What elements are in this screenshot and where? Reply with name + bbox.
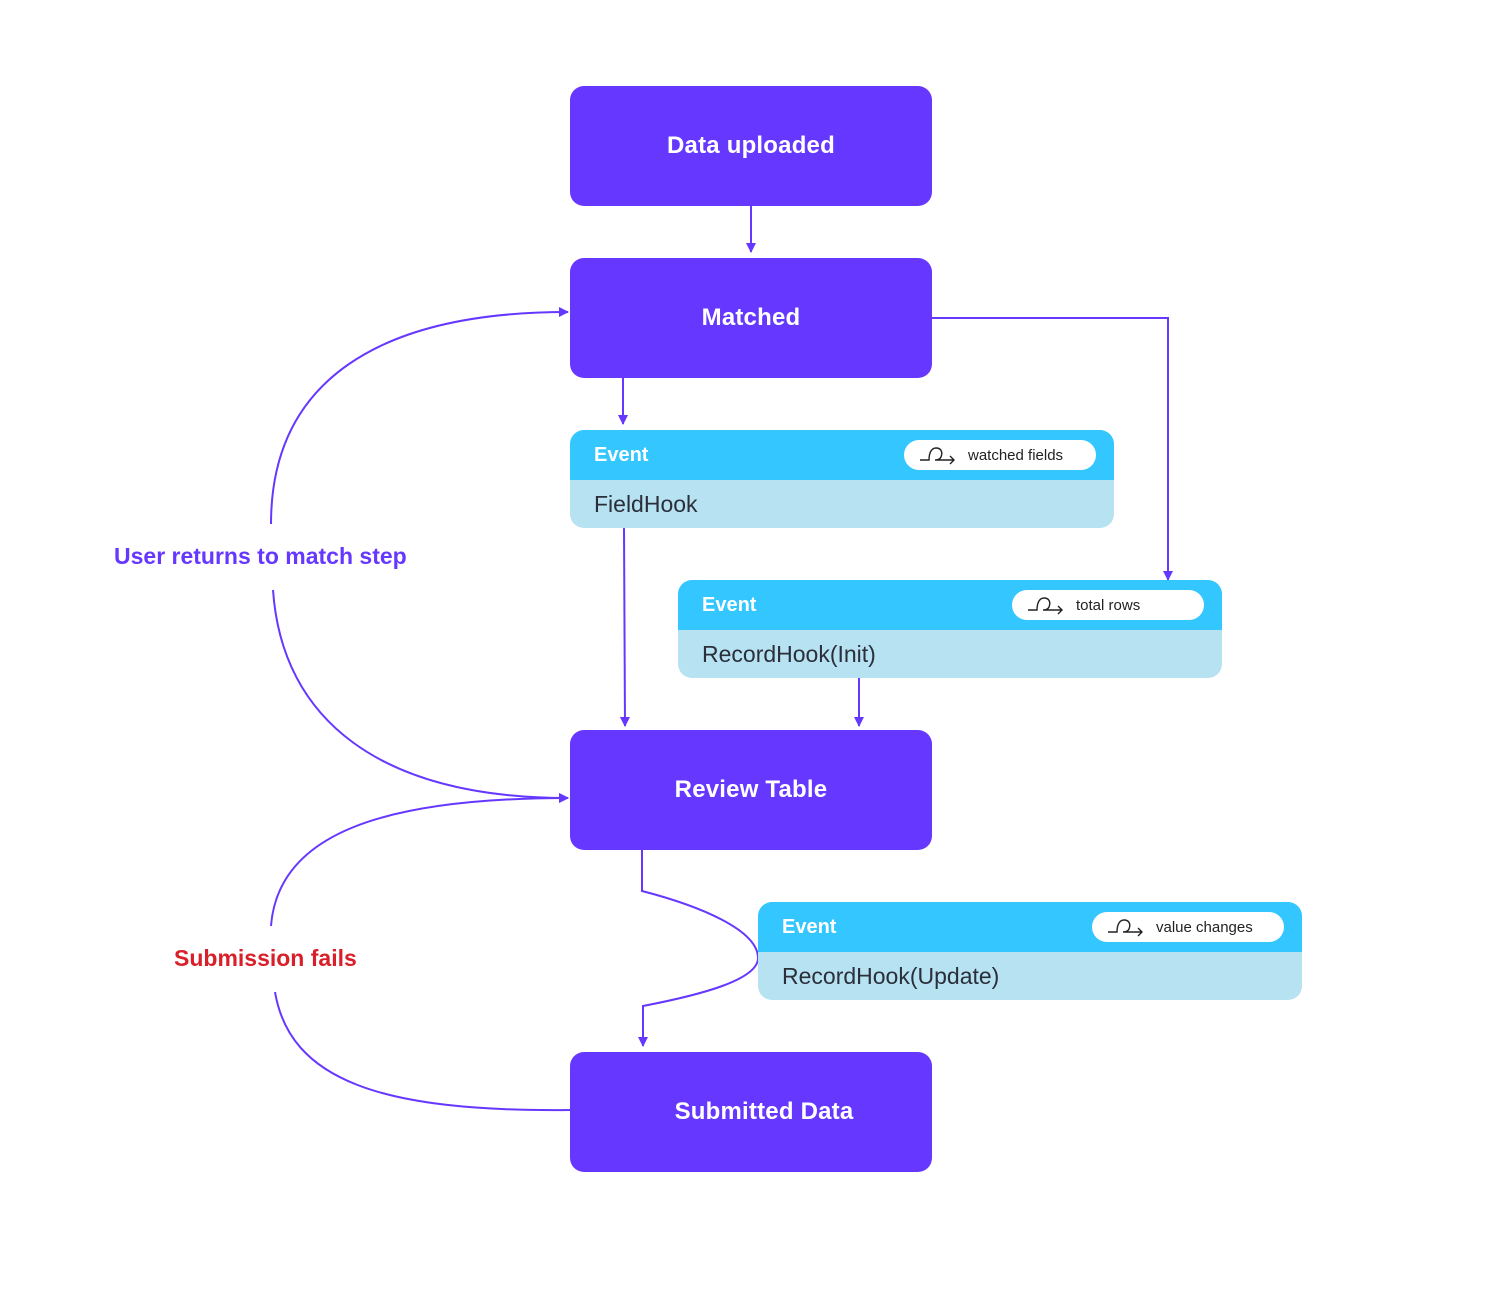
loop-fail-upper-arc <box>270 793 569 927</box>
event-card-recordhook-init: Event total rows RecordHook(Init) <box>678 580 1222 678</box>
event-header-label: Event <box>594 443 649 466</box>
state-matched: Matched <box>570 258 932 378</box>
trigger-badge: total rows <box>1012 590 1204 620</box>
loop-label-return-to-match: User returns to match step <box>114 543 407 569</box>
state-submitted-data: Submitted Data <box>570 1052 932 1172</box>
trigger-label: total rows <box>1076 596 1141 614</box>
event-name: RecordHook(Update) <box>782 962 1000 989</box>
event-header: Event total rows <box>678 580 1222 630</box>
event-name: RecordHook(Init) <box>702 640 876 667</box>
event-body: RecordHook(Init) <box>678 630 1222 678</box>
event-body: RecordHook(Update) <box>758 952 1302 1000</box>
state-review-table: Review Table <box>570 730 932 850</box>
state-label: Data uploaded <box>667 132 835 159</box>
event-body: FieldHook <box>570 480 1114 528</box>
trigger-label: watched fields <box>968 446 1064 464</box>
loop-return-upper-arc <box>270 307 569 525</box>
loop-label-submission-fails: Submission fails <box>174 945 357 971</box>
state-label: Submitted Data <box>674 1098 854 1125</box>
state-label: Review Table <box>674 776 828 803</box>
loop-arrow-icon <box>1108 919 1143 937</box>
trigger-badge: value changes <box>1092 912 1284 942</box>
event-header: Event value changes <box>758 902 1302 952</box>
loop-arrow-icon <box>1028 597 1063 615</box>
arrow-fieldhook-to-review <box>619 527 630 727</box>
loop-return-lower-arc <box>272 589 569 803</box>
loop-arrow-icon <box>920 447 955 465</box>
event-header: Event watched fields <box>570 430 1114 480</box>
event-header-label: Event <box>702 593 757 616</box>
arrow-review-to-submitted <box>638 850 760 1047</box>
trigger-label: value changes <box>1156 918 1253 936</box>
state-label: Matched <box>701 304 801 331</box>
event-card-fieldhook: Event watched fields FieldHook <box>570 430 1114 528</box>
state-data-uploaded: Data uploaded <box>570 86 932 206</box>
loop-fail-lower-arc <box>274 991 571 1112</box>
arrow-matched-to-recordhook-init <box>932 317 1173 581</box>
event-header-label: Event <box>782 915 837 938</box>
event-name: FieldHook <box>594 490 698 517</box>
event-card-recordhook-update: Event value changes RecordHook(Update) <box>758 902 1302 1000</box>
trigger-badge: watched fields <box>904 440 1096 470</box>
